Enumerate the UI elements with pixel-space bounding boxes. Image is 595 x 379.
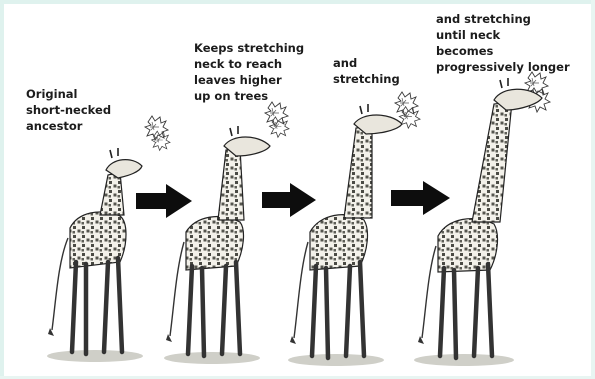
giraffe-stage-3 [288,92,420,366]
caption-stage-2: Keeps stretching neck to reach leaves hi… [194,40,304,104]
giraffe-stage-1 [47,116,170,362]
leaf-cluster-icon [265,102,289,137]
giraffe-stage-2 [164,102,289,364]
caption-stage-4: and stretching until neck becomes progre… [436,11,570,75]
giraffe-stage-4 [414,72,550,366]
right-arrow-icon [136,184,192,218]
caption-stage-3: and stretching [333,55,400,87]
right-arrow-icon [391,181,450,215]
caption-stage-1: Original short-necked ancestor [26,86,111,134]
leaf-cluster-icon [145,116,170,150]
right-arrow-icon [262,183,316,217]
